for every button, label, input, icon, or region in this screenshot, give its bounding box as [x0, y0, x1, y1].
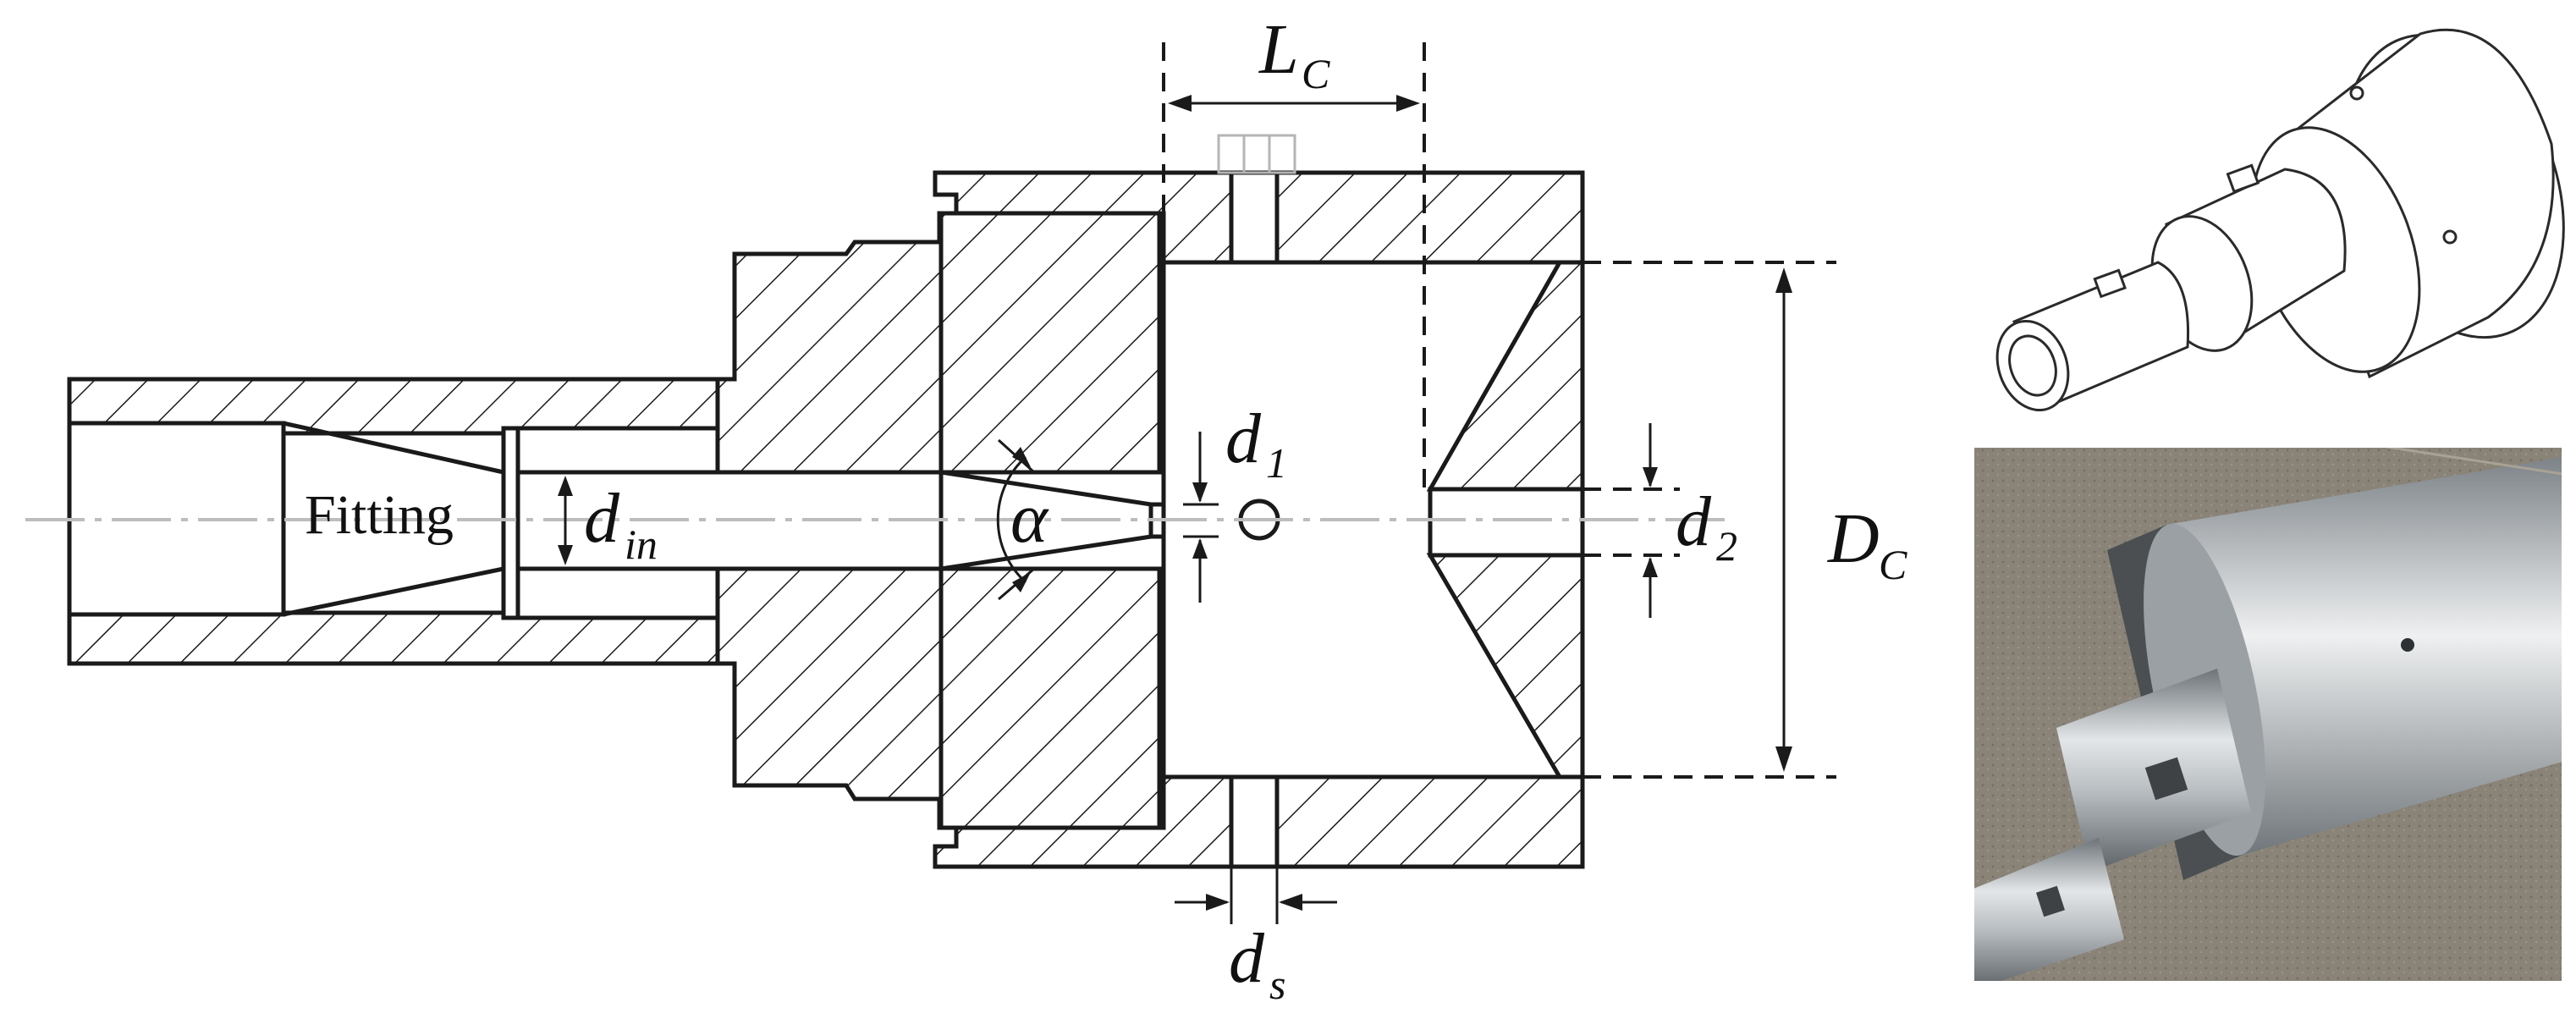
sketch-tube-bore: [2008, 334, 2057, 397]
side-hole-bottom: [1229, 774, 1280, 869]
ds-label: d: [1229, 919, 1265, 998]
dc-label-sub: C: [1879, 541, 1907, 588]
d1-arrow-bottom: [1192, 538, 1208, 559]
outlet-bore: [1428, 487, 1585, 558]
ds-arrow-left: [1206, 894, 1230, 911]
dc-arrow-top: [1775, 267, 1792, 293]
photo-border: [1973, 446, 2563, 983]
dc-label: D: [1827, 499, 1880, 578]
nozzle-insert: [938, 211, 1162, 475]
d2-arrow-bottom: [1643, 557, 1658, 577]
ds-label-sub: s: [1269, 961, 1285, 1008]
sketch-slot-b: [2093, 268, 2127, 299]
photo-slot: [2144, 757, 2188, 801]
lc-arrow-left: [1168, 95, 1192, 112]
photo: [1973, 446, 2563, 983]
din-arrow-bottom: [558, 545, 573, 565]
sketch-hole-a: [2349, 85, 2364, 101]
alpha-arc: [996, 455, 1027, 584]
cross-section: L C D C d 2 d 1 d s: [25, 10, 1907, 1008]
din-label: d: [584, 479, 620, 558]
d1-arrow-top: [1192, 482, 1208, 503]
lc-label-sub: C: [1302, 50, 1330, 97]
photo-big-cylinder: [2166, 457, 2562, 855]
alpha-arrow-top: [1012, 447, 1031, 467]
sketch-slot-a: [2226, 163, 2260, 194]
photo-floor-line: [2386, 447, 2562, 476]
isometric-sketch: [1995, 28, 2565, 412]
photo-hole: [2401, 638, 2414, 652]
fitting-label: Fitting: [305, 484, 454, 546]
fitting-cone-lines: [69, 421, 506, 618]
din-label-sub: in: [625, 521, 658, 568]
photo-slot-small: [2036, 885, 2065, 917]
ds-arrow-right: [1279, 894, 1302, 911]
d2-label: d: [1676, 482, 1712, 561]
lc-arrow-right: [1396, 95, 1420, 112]
d1-label-sub: 1: [1266, 439, 1287, 487]
side-hole-plug: [1217, 134, 1296, 174]
lc-label: L: [1258, 10, 1299, 89]
alpha-arrow-bottom: [1012, 572, 1031, 592]
d1-label: d: [1225, 399, 1262, 478]
sketch-hole-b: [2442, 229, 2458, 245]
side-hole-top: [1229, 170, 1280, 265]
din-arrow-top: [558, 476, 573, 496]
alpha-label: α: [1010, 479, 1049, 558]
dc-arrow-bottom: [1775, 746, 1792, 772]
d2-label-sub: 2: [1716, 522, 1737, 570]
nozzle-insert-lower: [938, 566, 1162, 830]
fitting-lower-wall: [67, 610, 720, 666]
d2-arrow-top: [1643, 467, 1658, 487]
